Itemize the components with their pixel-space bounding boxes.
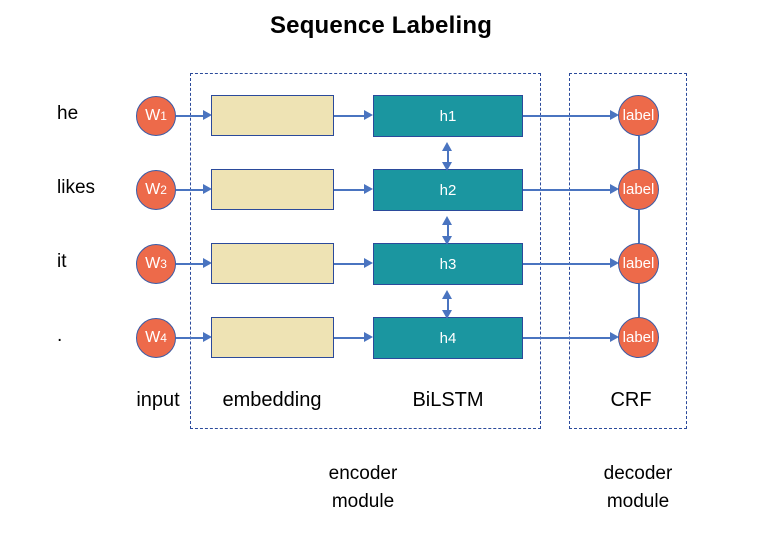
caption-bilstm: BiLSTM bbox=[412, 389, 484, 411]
arrow-lstm-to-label-1 bbox=[610, 110, 619, 120]
output-label-text-2: label bbox=[622, 181, 655, 198]
connector-lstm-to-label-2 bbox=[523, 189, 610, 191]
bilstm-box-3: h3 bbox=[373, 243, 523, 285]
output-label-text-4: label bbox=[622, 329, 655, 346]
bilstm-label-2: h2 bbox=[439, 181, 457, 199]
arrow-bilstm-down-1-2 bbox=[442, 162, 452, 171]
caption-encoder-module: encoder module bbox=[283, 460, 443, 515]
connector-word-to-embedding-3 bbox=[176, 263, 203, 265]
arrow-embedding-to-lstm-4 bbox=[364, 332, 373, 342]
connector-lstm-to-label-4 bbox=[523, 337, 610, 339]
connector-word-to-embedding-4 bbox=[176, 337, 203, 339]
output-label-circle-2: label bbox=[618, 169, 659, 210]
arrow-embedding-to-lstm-1 bbox=[364, 110, 373, 120]
connector-bilstm-3-4 bbox=[447, 298, 449, 311]
arrow-bilstm-up-3-4 bbox=[442, 290, 452, 299]
caption-encoder-line2: module bbox=[331, 490, 395, 512]
word-token-index-1: 1 bbox=[160, 109, 167, 123]
arrow-word-to-embedding-2 bbox=[203, 184, 212, 194]
embedding-box-4 bbox=[211, 317, 334, 358]
connector-label-1-2 bbox=[638, 136, 640, 169]
connector-label-3-4 bbox=[638, 284, 640, 317]
arrow-lstm-to-label-4 bbox=[610, 332, 619, 342]
word-token-index-3: 3 bbox=[160, 257, 167, 271]
connector-lstm-to-label-1 bbox=[523, 115, 610, 117]
word-token-text-1: W bbox=[145, 107, 161, 124]
arrow-lstm-to-label-3 bbox=[610, 258, 619, 268]
caption-decoder-line1: decoder bbox=[603, 463, 673, 484]
caption-decoder-line2: module bbox=[606, 490, 670, 512]
page-title: Sequence Labeling bbox=[269, 12, 493, 39]
arrow-embedding-to-lstm-3 bbox=[364, 258, 373, 268]
input-word-4: . bbox=[57, 325, 63, 346]
arrow-embedding-to-lstm-2 bbox=[364, 184, 373, 194]
arrow-bilstm-up-1-2 bbox=[442, 142, 452, 151]
arrow-bilstm-down-2-3 bbox=[442, 236, 452, 245]
caption-decoder-module: decoder module bbox=[558, 460, 718, 515]
arrow-bilstm-up-2-3 bbox=[442, 216, 452, 225]
bilstm-label-1: h1 bbox=[439, 107, 457, 125]
input-word-1: he bbox=[57, 103, 79, 124]
word-token-text-2: W bbox=[145, 181, 161, 198]
connector-embedding-to-lstm-3 bbox=[334, 263, 364, 265]
word-token-text-4: W bbox=[145, 329, 161, 346]
arrow-bilstm-down-3-4 bbox=[442, 310, 452, 319]
input-word-3: it bbox=[57, 251, 67, 272]
caption-embedding: embedding bbox=[222, 389, 322, 411]
output-label-text-3: label bbox=[622, 255, 655, 272]
word-token-index-2: 2 bbox=[160, 183, 167, 197]
connector-lstm-to-label-3 bbox=[523, 263, 610, 265]
bilstm-label-4: h4 bbox=[439, 329, 457, 347]
bilstm-box-4: h4 bbox=[373, 317, 523, 359]
arrow-word-to-embedding-3 bbox=[203, 258, 212, 268]
connector-label-2-3 bbox=[638, 210, 640, 243]
word-token-index-4: 4 bbox=[160, 331, 167, 345]
bilstm-box-1: h1 bbox=[373, 95, 523, 137]
caption-encoder-line1: encoder bbox=[328, 463, 398, 484]
arrow-word-to-embedding-1 bbox=[203, 110, 212, 120]
connector-word-to-embedding-2 bbox=[176, 189, 203, 191]
bilstm-box-2: h2 bbox=[373, 169, 523, 211]
decoder-module-frame bbox=[569, 73, 687, 429]
connector-embedding-to-lstm-1 bbox=[334, 115, 364, 117]
caption-input: input bbox=[136, 389, 180, 411]
arrow-lstm-to-label-2 bbox=[610, 184, 619, 194]
connector-embedding-to-lstm-4 bbox=[334, 337, 364, 339]
connector-embedding-to-lstm-2 bbox=[334, 189, 364, 191]
caption-crf: CRF bbox=[610, 389, 652, 411]
output-label-circle-3: label bbox=[618, 243, 659, 284]
output-label-text-1: label bbox=[622, 107, 655, 124]
output-label-circle-4: label bbox=[618, 317, 659, 358]
bilstm-label-3: h3 bbox=[439, 255, 457, 273]
connector-word-to-embedding-1 bbox=[176, 115, 203, 117]
output-label-circle-1: label bbox=[618, 95, 659, 136]
connector-bilstm-1-2 bbox=[447, 150, 449, 163]
embedding-box-1 bbox=[211, 95, 334, 136]
embedding-box-2 bbox=[211, 169, 334, 210]
word-token-text-3: W bbox=[145, 255, 161, 272]
connector-bilstm-2-3 bbox=[447, 224, 449, 237]
input-word-2: likes bbox=[57, 177, 96, 198]
arrow-word-to-embedding-4 bbox=[203, 332, 212, 342]
embedding-box-3 bbox=[211, 243, 334, 284]
encoder-module-frame bbox=[190, 73, 541, 429]
